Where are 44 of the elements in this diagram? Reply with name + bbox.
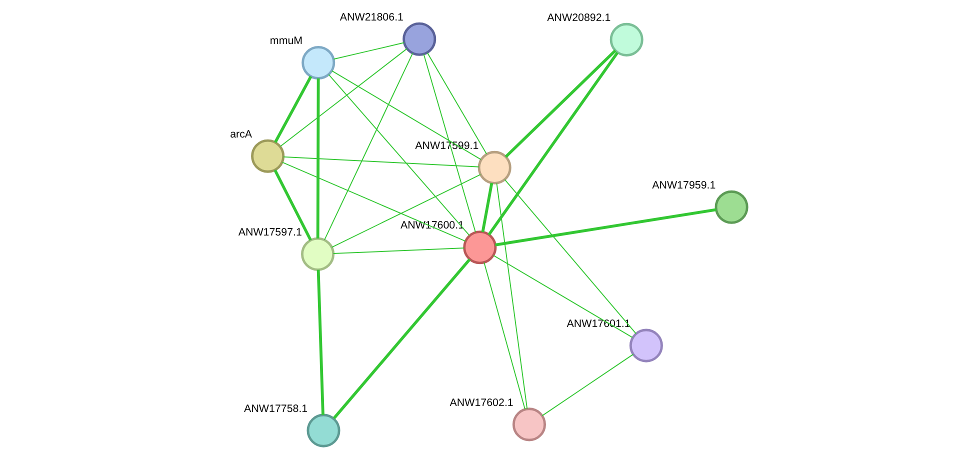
connector — [281, 162, 466, 242]
connector — [330, 174, 480, 248]
node-label: ANW17602.1 — [449, 396, 513, 409]
node-label: ANW17597.1 — [238, 226, 302, 238]
connector — [324, 52, 413, 240]
connector — [332, 42, 404, 60]
node-label: ANW21806.1 — [339, 11, 404, 24]
connector — [316, 78, 320, 239]
connector — [332, 258, 470, 420]
node-label: mmuM — [269, 35, 302, 48]
connector — [422, 54, 476, 233]
node-circle — [250, 139, 284, 173]
connector — [328, 74, 470, 236]
connector — [494, 208, 716, 246]
node-circle — [609, 22, 643, 56]
connector — [330, 70, 481, 160]
connector — [316, 270, 324, 415]
connector — [274, 76, 312, 143]
connector — [279, 48, 407, 147]
node-circle — [402, 22, 436, 56]
node-label: ANW17959.1 — [652, 179, 716, 192]
connector — [483, 262, 526, 410]
connector — [492, 254, 632, 338]
node-circle — [628, 328, 662, 362]
node-label: ANW20892.1 — [546, 12, 610, 24]
node-label: ANW17758.1 — [244, 402, 308, 415]
node-circle — [477, 150, 511, 184]
node-label: arcA — [230, 128, 252, 140]
connector — [541, 354, 634, 416]
connector — [480, 182, 493, 232]
connector — [282, 156, 479, 168]
node-circle — [714, 190, 748, 224]
connector — [504, 179, 636, 334]
connector — [426, 52, 487, 154]
node-circle — [512, 408, 546, 442]
node-circle — [462, 230, 496, 264]
node-circle — [301, 46, 335, 80]
connector — [332, 248, 464, 254]
node-circle — [300, 237, 334, 271]
connector — [487, 52, 618, 236]
connector — [504, 50, 616, 158]
connector — [496, 182, 528, 410]
connector — [273, 169, 312, 241]
node-circle — [306, 414, 340, 448]
